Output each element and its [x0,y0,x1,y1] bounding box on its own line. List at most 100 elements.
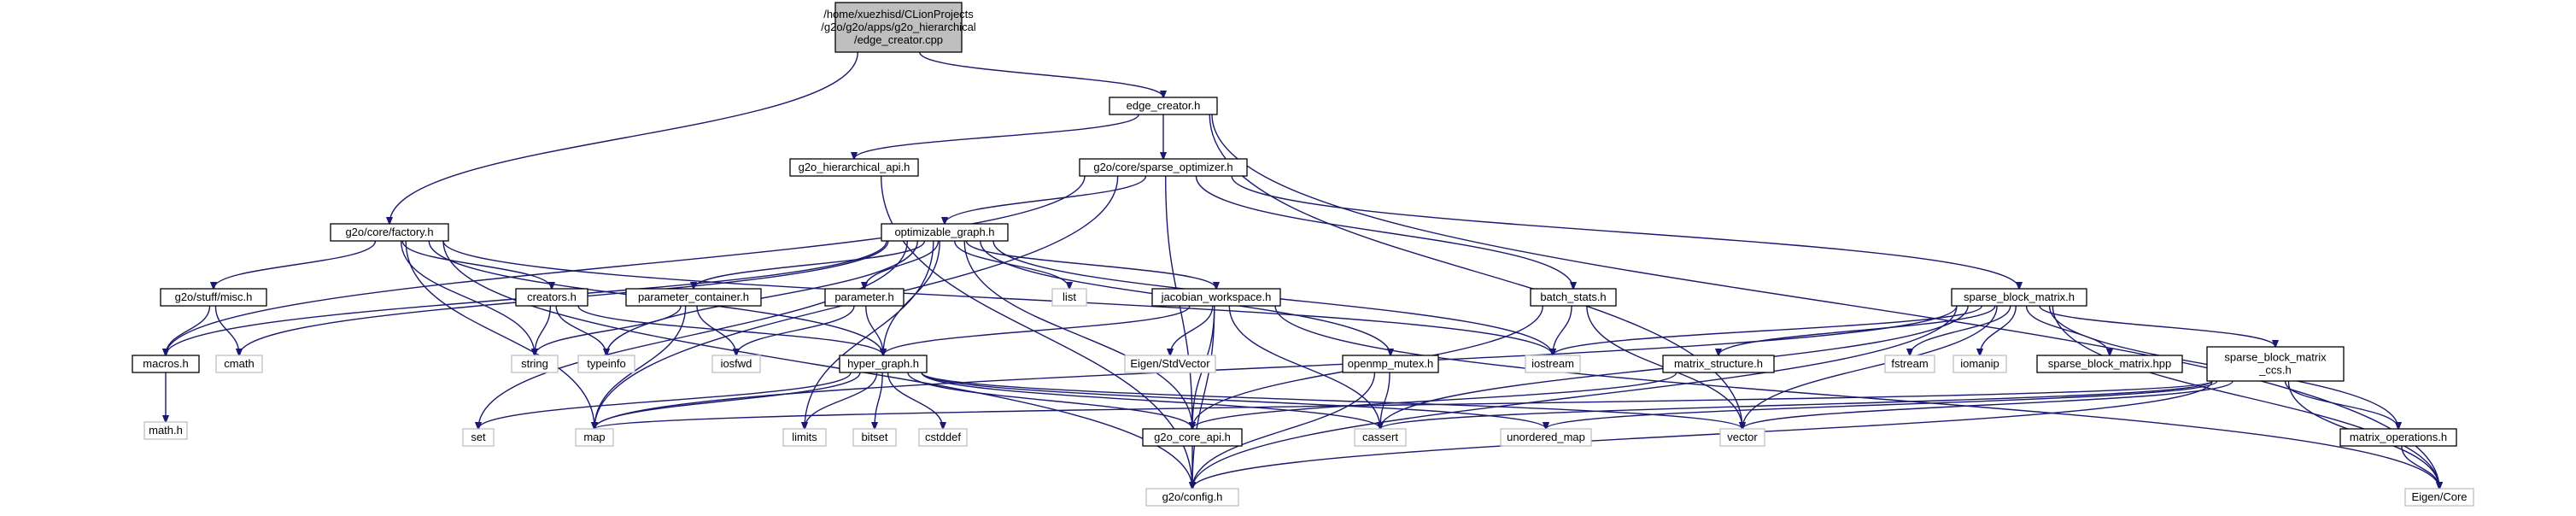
node-label: g2o/core/sparse_optimizer.h [1093,161,1232,173]
node-matrix-operations-h[interactable]: matrix_operations.h [2339,428,2457,447]
node-label: creators.h [527,290,577,303]
node-sparse-block-matrix-h[interactable]: sparse_block_matrix.h [1951,288,2087,307]
node-label: fstream [1891,357,1928,370]
node-fstream: fstream [1884,355,1935,373]
node-label: jacobian_workspace.h [1161,290,1272,303]
node-label: iostream [1531,357,1574,370]
node-iosfwd: iosfwd [711,355,761,373]
node-parameter-container-h[interactable]: parameter_container.h [625,288,762,307]
node-misc-h[interactable]: g2o/stuff/misc.h [160,288,267,307]
node-box [918,428,968,447]
node-eigen-core: Eigen/Core [2404,488,2474,507]
node-sparse-block-matrix-hpp[interactable]: sparse_block_matrix.hpp [2036,355,2183,373]
edge-sparse_block_matrix_h-to-g2o_config_h [1192,305,1958,489]
edge-root-to-factory_h [389,51,859,224]
node-label: g2o_core_api.h [1154,431,1231,443]
node-box [575,428,614,447]
node-box [1530,288,1617,307]
node-label: string [521,357,548,370]
edge-optimizable_graph_h-to-set [478,240,909,429]
edge-factory_h-to-map [405,240,594,429]
edge-optimizable_graph_h-to-hyper_graph_h [883,240,940,355]
edge-optimizable_graph_h-to-limits [805,240,934,429]
node-label: iomanip [1960,357,1999,370]
node-box [839,355,928,373]
node-macros-h[interactable]: macros.h [132,355,200,373]
node-label: list [1063,290,1076,303]
edge-misc_h-to-cmath [214,305,239,355]
node-label: sparse_block_matrix.hpp [2048,357,2172,370]
node-label: parameter_container.h [638,290,749,303]
edge-sparse_block_matrix_ccs_h-to-cassert [1380,380,2213,429]
node-parameter-h[interactable]: parameter.h [824,288,905,307]
edge-sparse_block_matrix_h-to-map [594,305,1958,429]
node-batch-stats-h[interactable]: batch_stats.h [1530,288,1617,307]
node-box [215,355,263,373]
node-box [1951,288,2087,307]
node-string: string [511,355,559,373]
node-box [330,223,449,242]
node-sparse-optimizer-h[interactable]: g2o/core/sparse_optimizer.h [1079,158,1248,177]
node-creators-h[interactable]: creators.h [515,288,588,307]
node-box [1124,355,1216,373]
edge-optimizable_graph_h-to-list [953,240,1069,289]
node-box [1719,428,1765,447]
node-box [625,288,762,307]
edge-hyper_graph_h-to-vector [921,372,1742,429]
edge-creators_h-to-typeinfo [555,305,606,355]
node-box [1884,355,1935,373]
node-hyper-graph-h[interactable]: hyper_graph.h [839,355,928,373]
node-label: sparse_block_matrix [2224,351,2327,364]
node-sparse-block-matrix-ccs-h[interactable]: sparse_block_matrix_ccs.h [2206,346,2345,382]
edge-optimizable_graph_h-to-typeinfo [606,240,919,355]
node-label: optimizable_graph.h [894,226,994,238]
node-label: Eigen/Core [2411,490,2467,503]
edge-optimizable_graph_h-to-parameter_h [864,240,940,289]
edge-sparse_optimizer_h-to-macros_h [166,175,1086,355]
node-label: limits [792,431,817,443]
node-bitset: bitset [852,428,897,447]
node-label: set [471,431,486,443]
node-unordered-map: unordered_map [1500,428,1592,447]
node-matrix-structure-h[interactable]: matrix_structure.h [1662,355,1775,373]
node-label: macros.h [143,357,188,370]
node-factory-h[interactable]: g2o/core/factory.h [330,223,449,242]
edge-sparse_block_matrix_ccs_h-to-matrix_operations_h [2284,380,2398,429]
edge-sparse_block_matrix_ccs_h-to-g2o_config_h [1192,380,2213,489]
node-box [577,355,635,373]
edge-optimizable_graph_h-to-parameter_container_h [694,240,926,289]
node-box [1079,158,1248,177]
node-root[interactable]: /home/xuezhisd/CLionProjects/g2o/g2o/app… [821,2,976,53]
node-map: map [575,428,614,447]
edges-layer [166,51,2439,489]
node-box [711,355,761,373]
edge-hyper_graph_h-to-g2o_core_api_h [907,372,1192,429]
edge-sparse_block_matrix_h-to-iostream [1553,305,1983,355]
node-label: _ccs.h [2258,364,2292,377]
node-box [2404,488,2474,507]
edge-sparse_block_matrix_h-to-vector [1742,305,1998,429]
edge-parameter_container_h-to-iosfwd [696,305,736,355]
node-box [2339,428,2457,447]
node-iostream: iostream [1525,355,1581,373]
node-label: hyper_graph.h [847,357,919,370]
node-optimizable-graph-h[interactable]: optimizable_graph.h [881,223,1009,242]
edge-hyper_graph_h-to-limits [805,372,878,429]
edge-creators_h-to-string [535,305,552,355]
edge-sparse_optimizer_h-to-batch_stats_h [1195,175,1573,289]
node-edge-creator-h[interactable]: edge_creator.h [1109,97,1218,115]
node-g2o-hierarchical-api-h[interactable]: g2o_hierarchical_api.h [789,158,919,177]
edge-sparse_optimizer_h-to-optimizable_graph_h [945,175,1147,224]
node-box [515,288,588,307]
edge-jacobian_workspace_h-to-eigen_stdvector [1170,305,1214,355]
node-label: openmp_mutex.h [1348,357,1433,370]
nodes-layer: /home/xuezhisd/CLionProjects/g2o/g2o/app… [132,2,2474,507]
node-list: list [1051,288,1087,307]
node-g2o-core-api-h[interactable]: g2o_core_api.h [1142,428,1243,447]
node-openmp-mutex-h[interactable]: openmp_mutex.h [1342,355,1439,373]
edge-sparse_block_matrix_h-to-sparse_block_matrix_hpp [2025,305,2110,355]
node-box [881,223,1009,242]
node-g2o-config-h: g2o/config.h [1145,488,1239,507]
edge-sparse_block_matrix_h-to-fstream [1910,305,2011,355]
node-jacobian-workspace-h[interactable]: jacobian_workspace.h [1151,288,1281,307]
